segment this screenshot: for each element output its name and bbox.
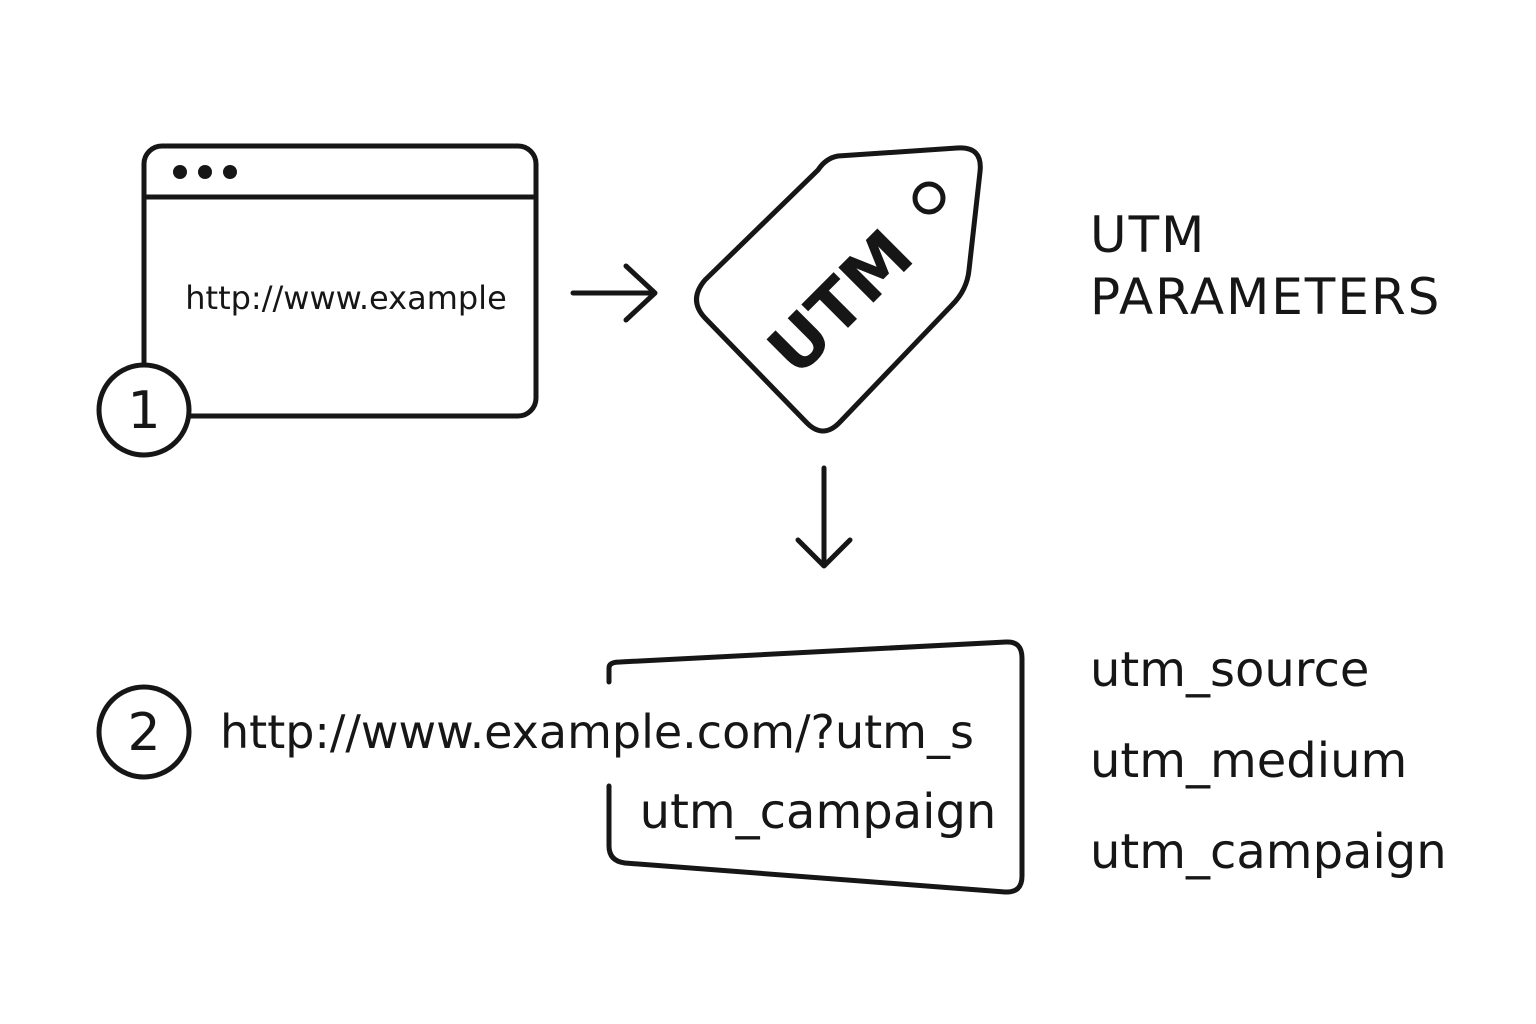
arrow-down-icon <box>795 465 853 569</box>
tag-outline <box>694 145 983 434</box>
browser-dot-icon <box>223 165 237 179</box>
parameter-item: utm_campaign <box>1090 824 1447 880</box>
browser-window-icon: http://www.example <box>141 143 539 419</box>
parameter-box-outline <box>606 639 1025 895</box>
step-2-badge: 2 <box>96 684 192 780</box>
tag-hole-icon <box>912 181 946 215</box>
step-2-circle <box>96 684 192 780</box>
step-1-badge: 1 <box>96 362 192 458</box>
parameter-item: utm_source <box>1090 642 1369 698</box>
parameter-list: utm_source utm_medium utm_campaign <box>1090 642 1447 880</box>
utm-tag-icon: UTM <box>694 145 983 434</box>
step-1-circle <box>96 362 192 458</box>
browser-url-text: http://www.example <box>185 279 507 317</box>
parameter-box-text: utm_campaign <box>640 784 997 840</box>
step-1-number: 1 <box>127 381 160 441</box>
heading-line-2: PARAMETERS <box>1090 268 1441 326</box>
browser-window-frame <box>141 143 539 419</box>
arrow-right-icon <box>570 263 658 323</box>
heading: UTM PARAMETERS <box>1090 206 1441 326</box>
parameter-item: utm_medium <box>1090 733 1407 789</box>
browser-dot-icon <box>198 165 212 179</box>
heading-line-1: UTM <box>1090 206 1206 264</box>
step-2-number: 2 <box>127 703 160 763</box>
tagged-url-text: http://www.example.com/?utm_s <box>220 705 974 759</box>
parameter-box: utm_campaign <box>606 639 1025 895</box>
browser-dot-icon <box>173 165 187 179</box>
tag-utm-label: UTM <box>753 215 929 391</box>
